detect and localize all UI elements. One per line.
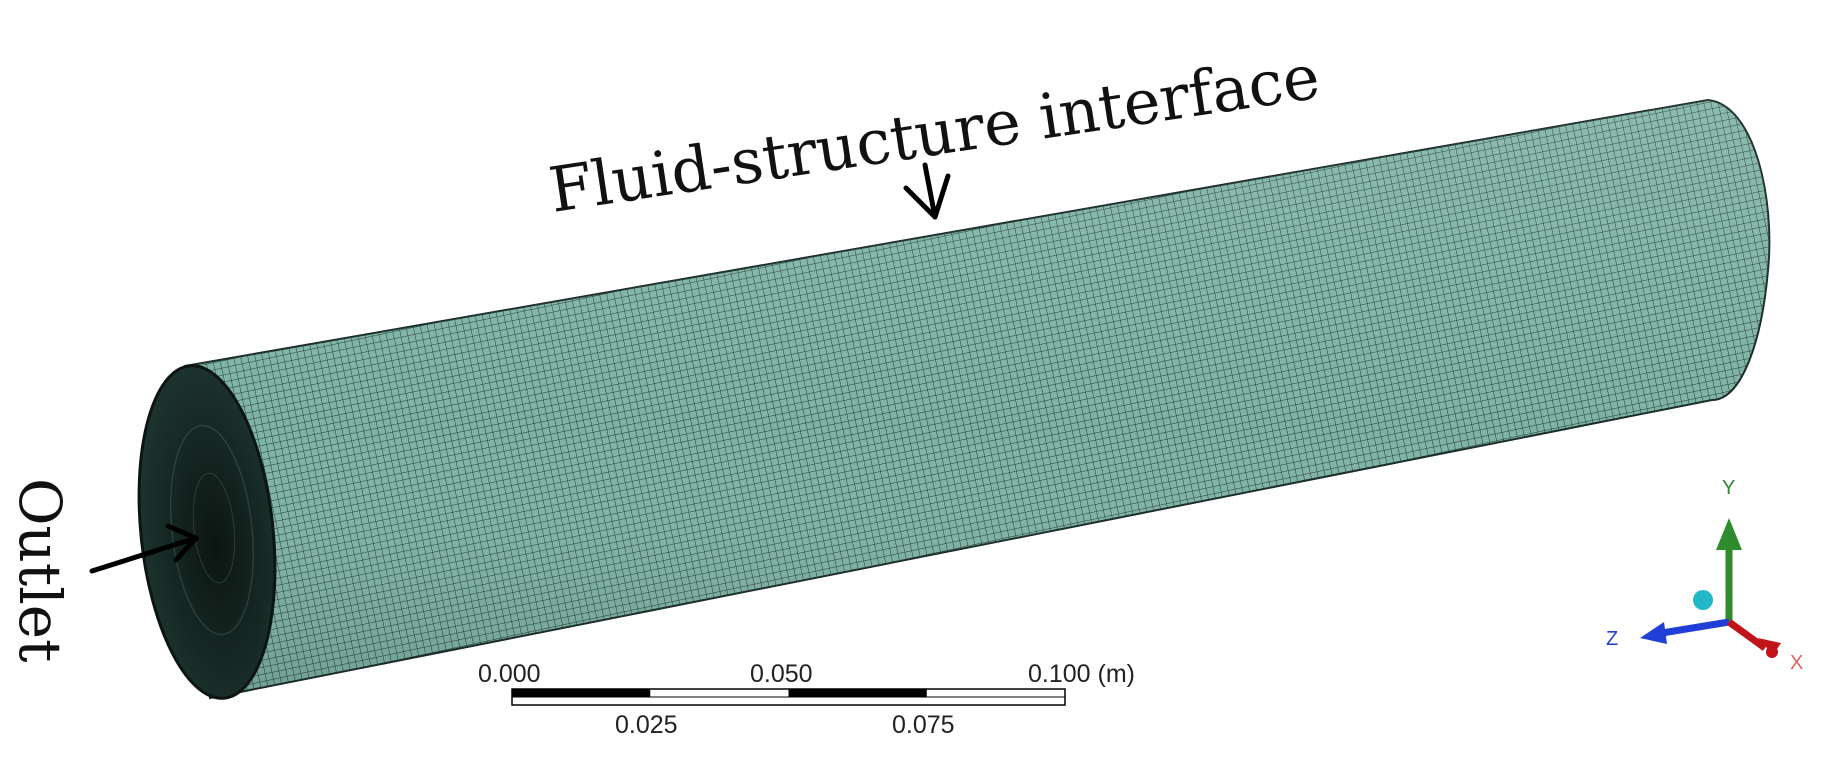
scale-tick-0-100: 0.100 (m) [1028,660,1135,688]
outlet-end-cap [137,364,277,700]
scale-tick-0-025: 0.025 [615,711,678,739]
z-axis-label: Z [1606,628,1618,650]
scale-bar-segment-2 [788,689,927,697]
outlet-arrow [89,523,199,574]
scale-bar-segment-1 [512,689,651,697]
x-axis-arrow [1726,619,1781,658]
origin-sphere [1693,590,1713,610]
pipe-mesh-body [183,98,1771,700]
scale-tick-0-075: 0.075 [892,711,955,739]
z-axis-arrow [1640,618,1730,644]
scale-bar [511,688,1066,706]
x-axis-label: X [1790,652,1803,674]
y-axis-label: Y [1722,477,1735,499]
y-axis-arrow [1716,518,1742,622]
scale-tick-0-000: 0.000 [478,660,541,688]
axis-triad: Y Z X [1606,477,1803,674]
scale-tick-0-050: 0.050 [750,660,813,688]
outlet-label: Outlet [6,478,74,662]
interface-arrow [903,162,951,220]
